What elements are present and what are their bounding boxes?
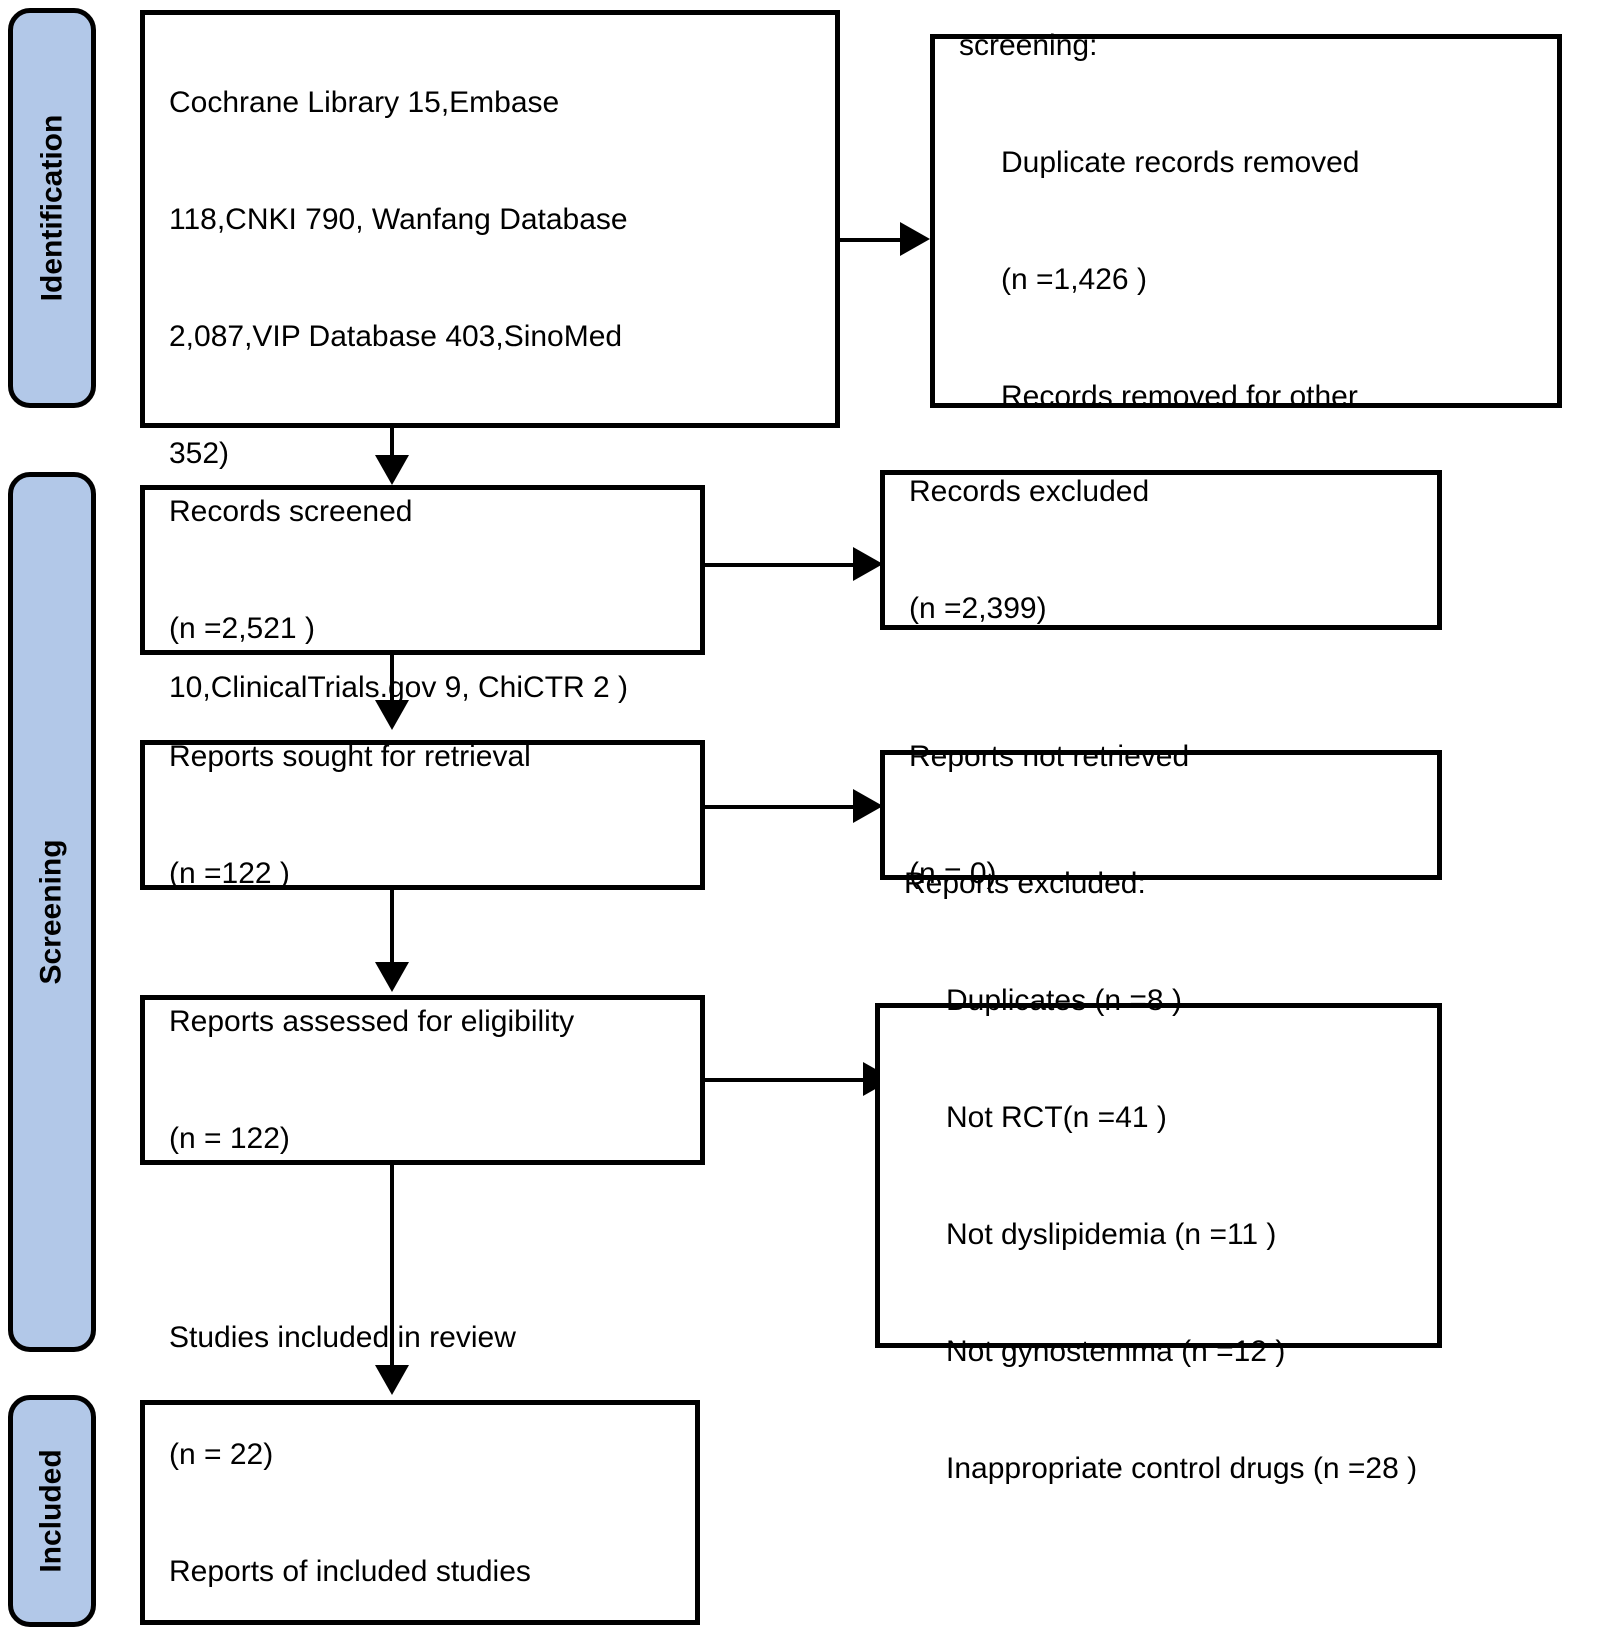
studies-included-label: Studies included in review [169,1320,516,1354]
studies-included-text: Studies included in review (n = 22) Repo… [145,1240,539,1643]
arrowhead-sought-to-assessed [375,962,409,992]
records-removed-heading-2: screening: [959,29,1098,62]
box-records-excluded: Records excluded (n =2,399) [880,470,1442,630]
stage-screening: Screening [8,472,96,1352]
box-reports-assessed: Reports assessed for eligibility (n = 12… [140,995,705,1165]
records-removed-item-2: Records removed for other [1001,380,1358,413]
reports-excluded-heading: Reports excluded: [904,866,1146,900]
connector-identified-to-screened [390,428,394,460]
reports-assessed-count: (n = 122) [169,1122,290,1155]
arrowhead-assessed-to-included [375,1365,409,1395]
stage-included: Included [8,1395,96,1627]
connector-screened-to-excluded [705,563,855,567]
box-reports-sought: Reports sought for retrieval (n =122 ) [140,740,705,890]
arrowhead-identified-to-removed [900,222,930,256]
reports-excluded-reason-2: Not RCT(n =41 ) [946,1100,1167,1134]
reports-excluded-reason-4: Not gynostemma (n =12 ) [946,1334,1286,1368]
reports-not-retrieved-count: (n = 0) [909,857,997,890]
box-studies-included: Studies included in review (n = 22) Repo… [140,1321,700,1625]
box-reports-excluded: Reports excluded: Duplicates (n =8 ) Not… [875,867,1442,1485]
records-identified-text: Records identified from*: Databases ( n … [145,0,650,785]
connector-assessed-to-included [390,1165,394,1370]
box-records-identified: Records identified from*: Databases ( n … [140,0,840,704]
connector-assessed-to-reports-excluded [705,1078,865,1082]
records-screened-text: Records screened (n =2,521 ) [145,414,420,726]
records-excluded-text: Records excluded (n =2,399) [885,394,1157,706]
reports-assessed-text: Reports assessed for eligibility (n = 12… [145,924,582,1236]
records-excluded-label: Records excluded [909,475,1150,508]
connector-sought-to-assessed [390,890,394,970]
reports-not-retrieved-label: Reports not retrieved [909,740,1190,773]
stage-identification: Identification [8,8,96,408]
reports-sought-label: Reports sought for retrieval [169,740,531,773]
arrowhead-sought-to-not-retrieved [853,789,883,823]
connector-screened-to-sought [390,655,394,705]
reports-assessed-label: Reports assessed for eligibility [169,1005,575,1038]
arrowhead-identified-to-screened [375,455,409,485]
box-records-removed: Records removed before screening: Duplic… [930,29,1562,530]
records-excluded-count: (n =2,399) [909,592,1047,625]
reports-sought-text: Reports sought for retrieval (n =122 ) [145,659,539,971]
stage-screening-label: Screening [35,839,68,985]
reports-excluded-reason-5: Inappropriate control drugs (n =28 ) [946,1451,1418,1485]
reports-sought-count: (n =122 ) [169,857,290,890]
records-identified-db-list-1: PubMed 67,Web of Science 94,The [169,0,642,5]
reports-excluded-text: Reports excluded: Duplicates (n =8 ) Not… [880,786,1425,1566]
records-removed-item-1: Duplicate records removed [1001,146,1360,179]
stage-included-label: Included [35,1449,68,1573]
box-reports-not-retrieved: Reports not retrieved (n = 0) [880,740,1442,890]
connector-sought-to-not-retrieved [705,805,855,809]
records-identified-db-list-4: 2,087,VIP Database 403,SinoMed [169,319,623,353]
records-screened-label: Records screened [169,495,413,528]
records-identified-db-list-5: 352) [169,436,230,470]
reports-excluded-reason-1: Duplicates (n =8 ) [946,983,1182,1017]
records-screened-count: (n =2,521 ) [169,612,315,645]
records-identified-db-list-3: 118,CNKI 790, Wanfang Database [169,202,628,236]
studies-included-count: (n = 22) [169,1437,274,1471]
records-removed-item-1-count: (n =1,426 ) [1001,263,1147,296]
arrowhead-screened-to-excluded [853,547,883,581]
reports-of-included-studies-label: Reports of included studies [169,1554,531,1588]
reports-not-retrieved-text: Reports not retrieved (n = 0) [885,659,1197,971]
connector-identified-to-removed [840,238,902,242]
reports-excluded-reason-3: Not dyslipidemia (n =11 ) [946,1217,1277,1251]
stage-identification-label: Identification [35,114,69,302]
records-identified-db-list-2: Cochrane Library 15,Embase [169,85,560,119]
arrowhead-screened-to-sought [375,700,409,730]
box-records-screened: Records screened (n =2,521 ) [140,485,705,655]
